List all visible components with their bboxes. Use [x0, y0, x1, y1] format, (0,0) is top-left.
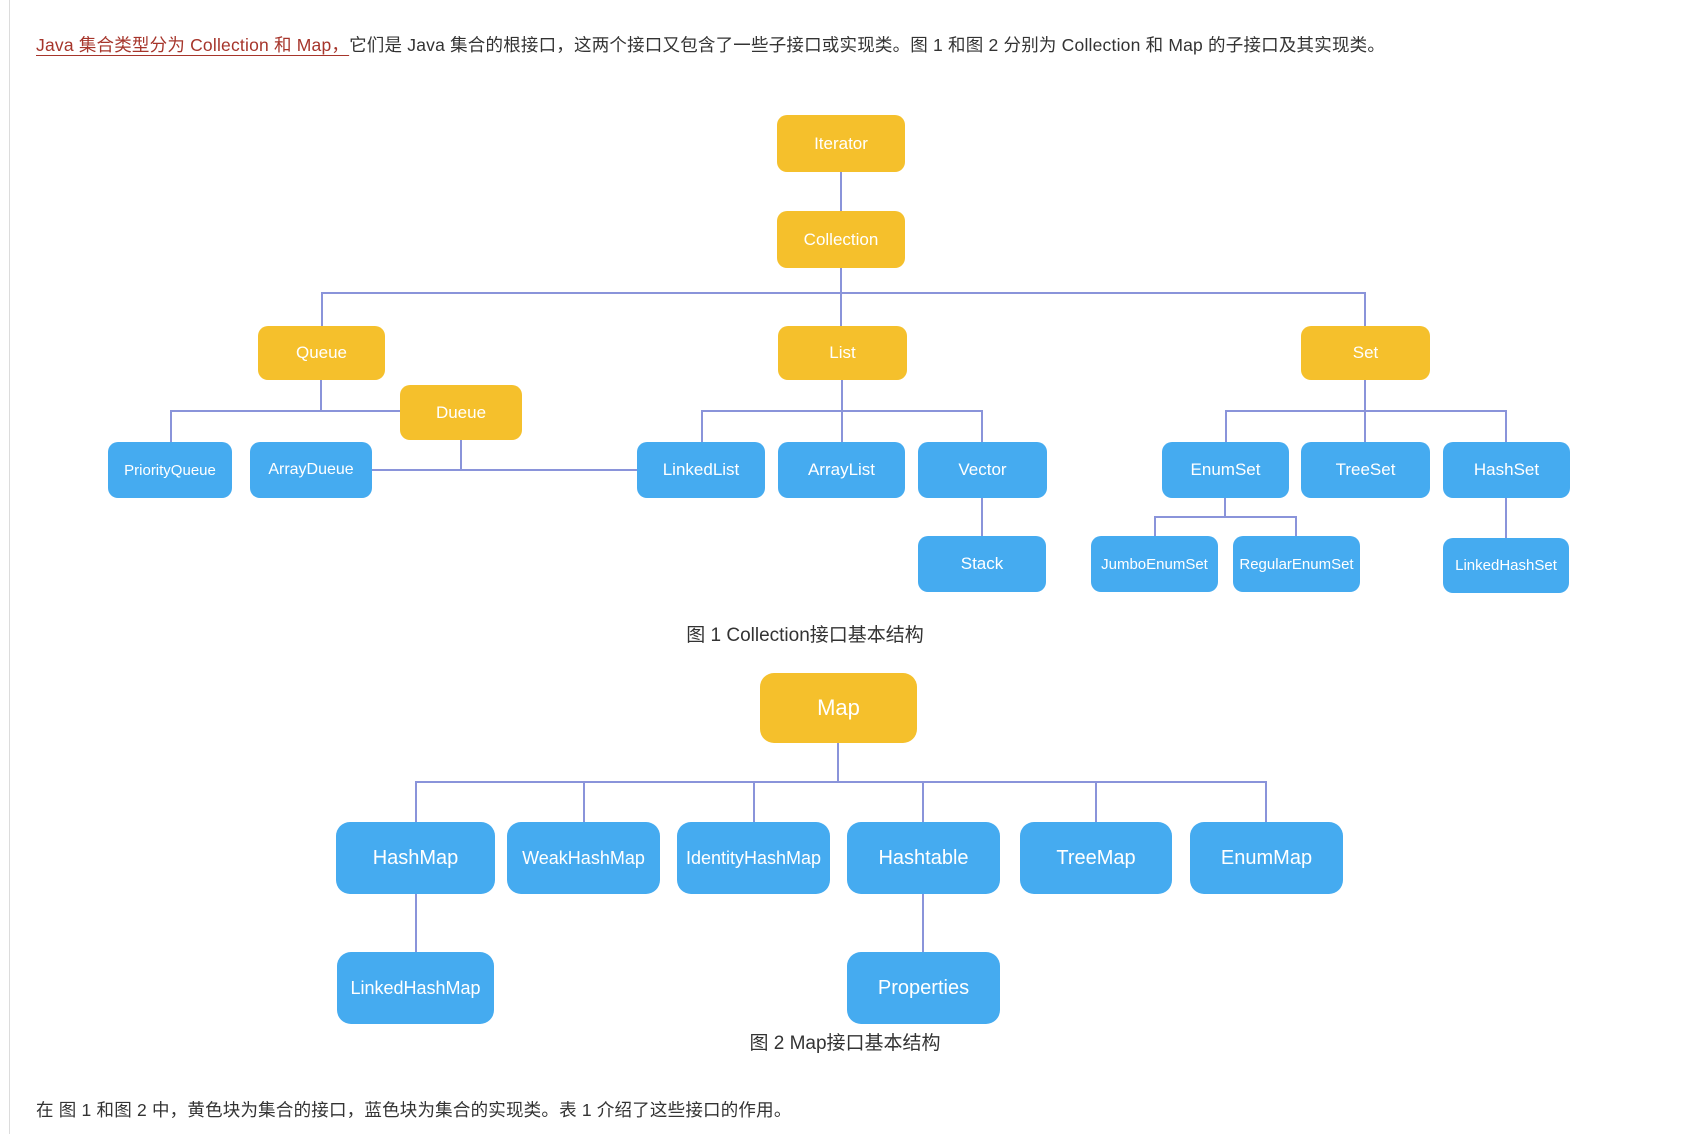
node-map: Map — [760, 673, 917, 743]
connector-line — [1225, 410, 1507, 412]
node-identityhashmap: IdentityHashMap — [677, 822, 830, 894]
connector-line — [840, 172, 842, 212]
intro-highlight-text: Java 集合类型分为 Collection 和 Map， — [36, 35, 350, 55]
node-set: Set — [1301, 326, 1430, 380]
footer-paragraph: 在 图 1 和图 2 中，黄色块为集合的接口，蓝色块为集合的实现类。表 1 介绍… — [36, 1100, 792, 1120]
connector-line — [922, 781, 924, 822]
node-queue: Queue — [258, 326, 385, 380]
connector-line — [1505, 410, 1507, 443]
node-linkedhashset: LinkedHashSet — [1443, 538, 1569, 593]
connector-line — [701, 410, 703, 442]
node-linkedhashmap: LinkedHashMap — [337, 952, 494, 1024]
node-jumboenumset: JumboEnumSet — [1091, 536, 1218, 592]
connector-line — [841, 410, 843, 442]
node-regularenumset: RegularEnumSet — [1233, 536, 1360, 592]
node-iterator: Iterator — [777, 115, 905, 172]
node-stack: Stack — [918, 536, 1046, 592]
connector-line — [753, 781, 755, 822]
connector-line — [415, 781, 417, 822]
node-collection: Collection — [777, 211, 905, 268]
connector-line — [1265, 781, 1267, 822]
connector-line — [415, 781, 1267, 783]
connector-line — [841, 380, 843, 412]
connector-line — [1154, 516, 1297, 518]
connector-line — [170, 410, 172, 442]
figure1-caption: 图 1 Collection接口基本结构 — [686, 625, 924, 646]
node-treeset: TreeSet — [1301, 442, 1430, 498]
connector-line — [1364, 380, 1366, 412]
node-weakhashmap: WeakHashMap — [507, 822, 660, 894]
connector-line — [922, 894, 924, 952]
node-linkedlist: LinkedList — [637, 442, 765, 498]
connector-line — [170, 410, 400, 412]
connector-line — [1224, 498, 1226, 518]
node-vector: Vector — [918, 442, 1047, 498]
left-border-rule — [9, 0, 10, 1134]
connector-line — [321, 292, 323, 326]
node-hashmap: HashMap — [336, 822, 495, 894]
node-treemap: TreeMap — [1020, 822, 1172, 894]
connector-line — [1095, 781, 1097, 822]
connector-line — [1295, 516, 1297, 536]
connector-line — [1225, 410, 1227, 442]
connector-line — [415, 894, 417, 952]
figure2-caption: 图 2 Map接口基本结构 — [749, 1033, 941, 1054]
node-list: List — [778, 326, 907, 380]
node-dueue: Dueue — [400, 385, 522, 440]
node-arraydueue: ArrayDueue — [250, 442, 372, 498]
node-hashset: HashSet — [1443, 442, 1570, 498]
node-arraylist: ArrayList — [778, 442, 905, 498]
connector-line — [1505, 498, 1507, 538]
node-properties: Properties — [847, 952, 1000, 1024]
connector-line — [981, 410, 983, 442]
node-enumset: EnumSet — [1162, 442, 1289, 498]
node-hashtable: Hashtable — [847, 822, 1000, 894]
connector-line — [321, 292, 1366, 294]
connector-line — [837, 743, 839, 783]
connector-line — [320, 380, 322, 412]
connector-line — [372, 469, 637, 471]
intro-paragraph: Java 集合类型分为 Collection 和 Map，它们是 Java 集合… — [36, 26, 1506, 64]
connector-line — [583, 781, 585, 822]
connector-line — [1364, 410, 1366, 442]
connector-line — [460, 440, 462, 471]
connector-line — [981, 498, 983, 536]
intro-rest-text: 它们是 Java 集合的根接口，这两个接口又包含了一些子接口或实现类。图 1 和… — [349, 35, 1386, 55]
node-priorityqueue: PriorityQueue — [108, 442, 232, 498]
node-enummap: EnumMap — [1190, 822, 1343, 894]
connector-line — [840, 268, 842, 326]
connector-line — [1154, 516, 1156, 536]
connector-line — [1364, 292, 1366, 326]
